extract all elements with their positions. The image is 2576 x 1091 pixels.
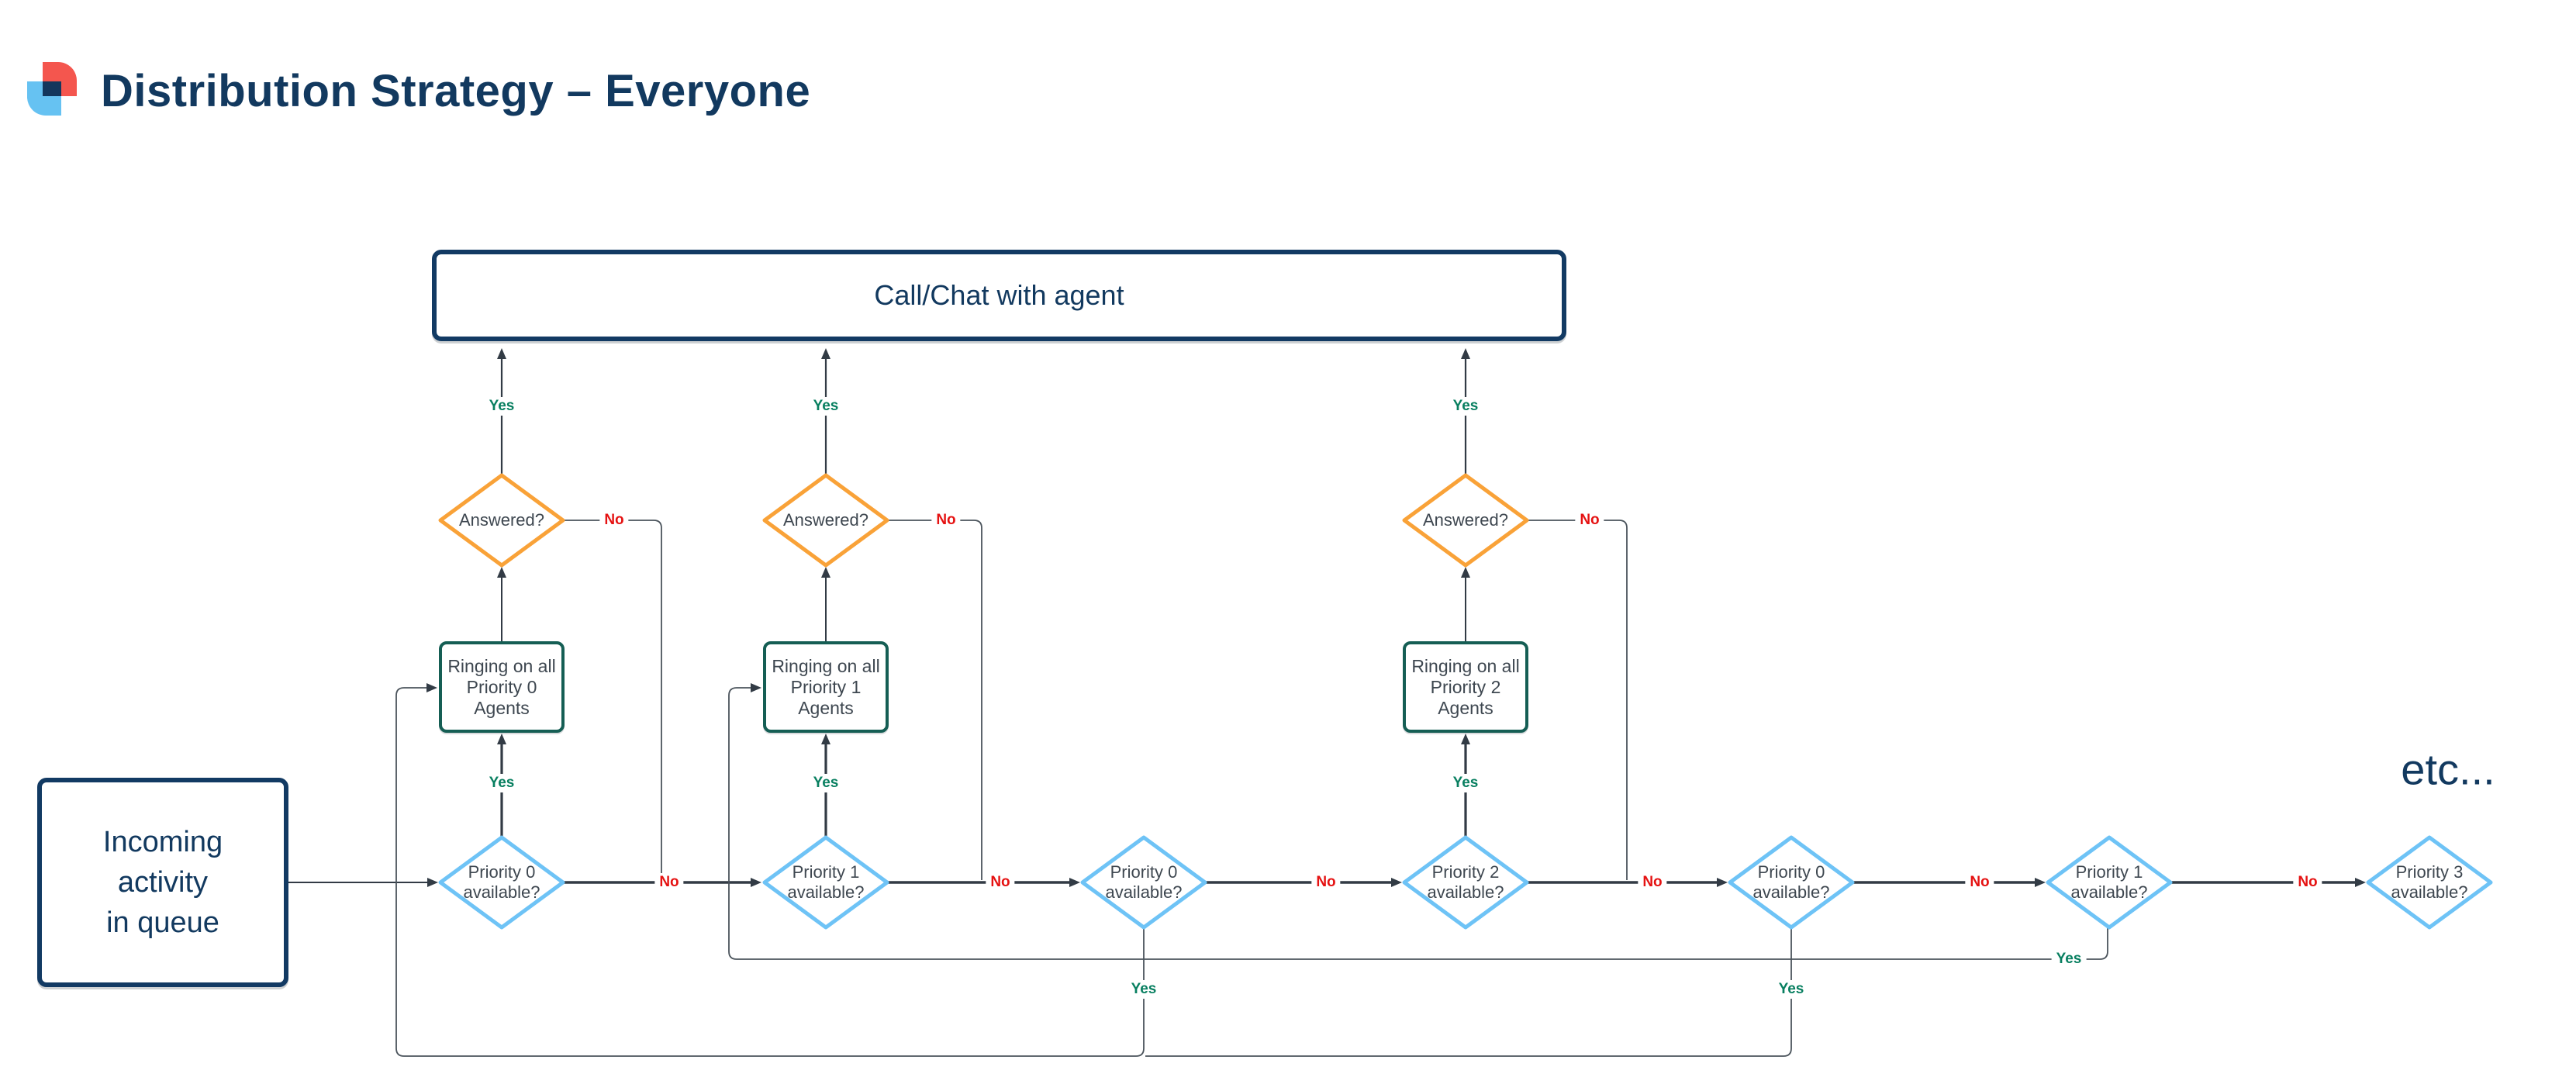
connector-yes-check5-ringing0-loop: [1145, 927, 1792, 1057]
connector-no-answered3-mainrow: [1528, 520, 1628, 880]
call-chat-label: Call/Chat with agent: [874, 279, 1124, 311]
edge-label-yes-answered2: Yes: [808, 397, 844, 416]
brand-logo-icon: [27, 62, 81, 116]
node-priority-check-4-shape: [1402, 835, 1529, 930]
page-title: Distribution Strategy – Everyone: [101, 66, 811, 116]
node-priority-check-1-shape: [438, 835, 565, 930]
edge-label-yes-check4: Yes: [1448, 774, 1483, 792]
edge-label-yes-check6: Yes: [2051, 950, 2087, 968]
edge-label-no-check1: No: [654, 873, 684, 892]
node-ringing-priority1: Ringing on all Priority 1 Agents: [763, 641, 889, 733]
connector-no-answered2-mainrow: [888, 520, 982, 880]
node-answered-1-shape: [438, 473, 565, 568]
edge-label-no-answered2: No: [931, 511, 961, 530]
connector-yes-check6-ringing1-loop: [728, 683, 2108, 960]
ringing-priority0-label: Ringing on all Priority 0 Agents: [447, 655, 556, 718]
ringing-priority2-label: Ringing on all Priority 2 Agents: [1411, 655, 1520, 718]
node-priority-check-3-shape: [1080, 835, 1207, 930]
ringing-priority1-label: Ringing on all Priority 1 Agents: [772, 655, 880, 718]
node-priority-check-6-shape: [2046, 835, 2173, 930]
logo-overlap-square: [43, 81, 61, 96]
node-priority-check-5-shape: [1728, 835, 1855, 930]
edge-label-no-check2: No: [986, 873, 1015, 892]
node-answered-3-shape: [1402, 473, 1529, 568]
edge-label-no-check5: No: [1965, 873, 1994, 892]
node-priority-check-2-shape: [762, 835, 889, 930]
connector-no-answered1-mainrow: [564, 520, 662, 880]
edge-label-yes-answered3: Yes: [1448, 397, 1483, 416]
node-call-chat: Call/Chat with agent: [432, 250, 1566, 341]
edge-label-no-answered3: No: [1575, 511, 1604, 530]
edge-label-yes-check5: Yes: [1773, 980, 1809, 999]
node-answered-2-shape: [762, 473, 889, 568]
node-priority-check-7-shape: [2366, 835, 2493, 930]
edge-label-no-check3: No: [1311, 873, 1341, 892]
answered-3-label: Answered?: [1422, 510, 1509, 530]
edge-label-yes-check2: Yes: [808, 774, 844, 792]
edge-label-no-check6: No: [2293, 873, 2322, 892]
connector-yes-check3-ringing0-loop: [395, 683, 1145, 1057]
incoming-queue-label: Incoming activity in queue: [102, 826, 223, 939]
node-ringing-priority0: Ringing on all Priority 0 Agents: [439, 641, 565, 733]
edge-label-no-check4: No: [1638, 873, 1667, 892]
edge-label-yes-answered1: Yes: [484, 397, 520, 416]
node-ringing-priority2: Ringing on all Priority 2 Agents: [1403, 641, 1528, 733]
answered-2-label: Answered?: [782, 510, 869, 530]
etc-label: etc...: [2401, 744, 2495, 794]
answered-1-label: Answered?: [458, 510, 545, 530]
node-incoming-queue: Incoming activity in queue: [37, 778, 288, 987]
edge-label-yes-check1: Yes: [484, 774, 520, 792]
edge-label-yes-check3: Yes: [1126, 980, 1162, 999]
edge-label-no-answered1: No: [599, 511, 629, 530]
